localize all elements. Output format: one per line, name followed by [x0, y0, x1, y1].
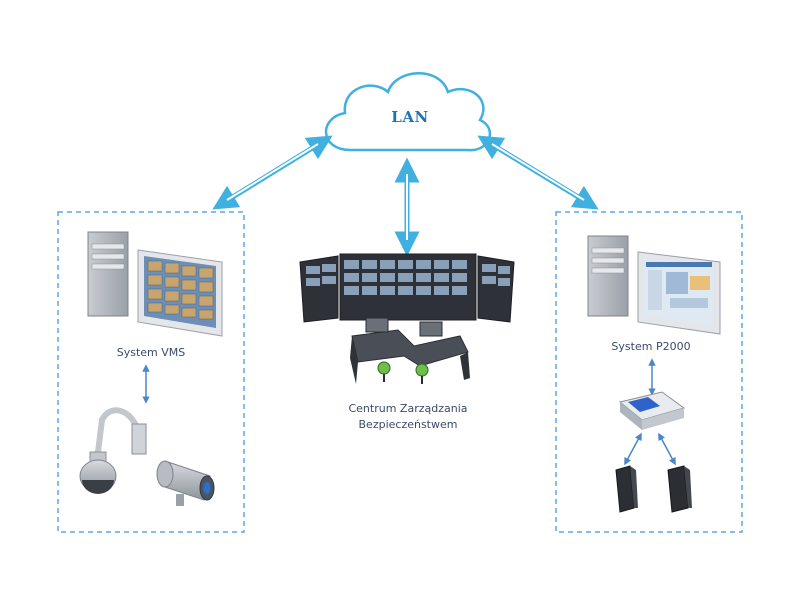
control-desk-icon: [350, 317, 470, 384]
p2000-panel-border: [555, 211, 743, 533]
vms-panel-border: [57, 211, 245, 533]
cloud-icon: [324, 72, 492, 152]
lan-label: LAN: [391, 108, 429, 126]
controller-to-reader-left-arrow: [624, 432, 642, 466]
lan-connectors: [212, 135, 599, 257]
p2000-system-label: System P2000: [611, 340, 691, 353]
dome-camera-icon: [79, 407, 147, 494]
computer-workstation-icon: [587, 235, 721, 335]
center-label-line2: Bezpieczeństwem: [358, 418, 458, 431]
access-controller-icon: [618, 391, 686, 430]
center-label-line1: Centrum Zarządzania: [348, 402, 468, 415]
controller-to-reader-right-arrow: [658, 432, 676, 466]
vms-system-label: System VMS: [116, 346, 186, 359]
computer-workstation-icon: [87, 231, 223, 337]
video-wall-icon: [299, 253, 515, 323]
bullet-camera-icon: [156, 460, 215, 506]
card-reader-icon: [615, 465, 638, 513]
card-reader-icon: [667, 465, 692, 513]
